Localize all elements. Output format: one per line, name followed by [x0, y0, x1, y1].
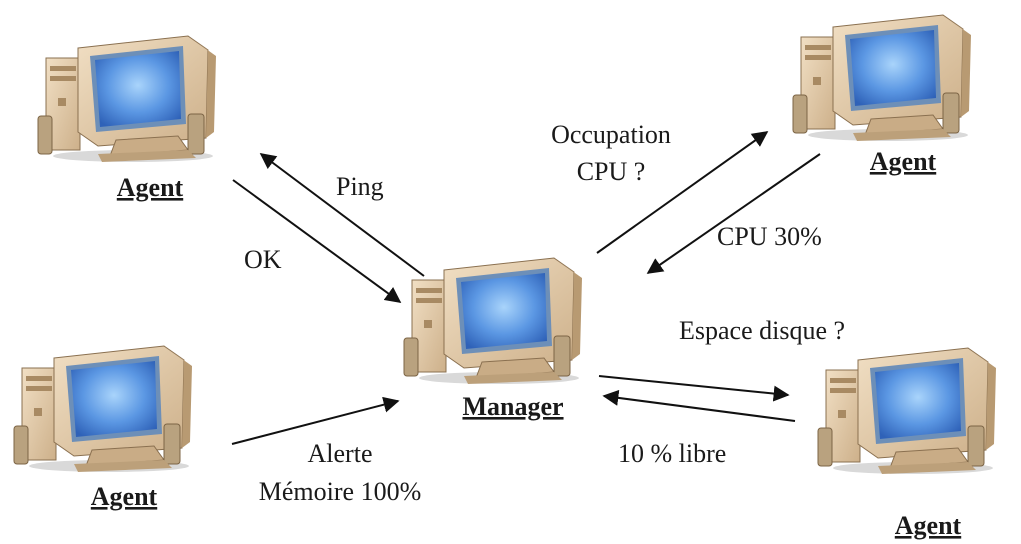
cpu-reply-label: CPU 30%: [717, 222, 822, 251]
disk-reply-label: 10 % libre: [618, 439, 726, 468]
agent-bottom-left-computer: [13, 345, 193, 473]
ok-label: OK: [244, 245, 282, 274]
agent-bottom-left-label: Agent: [91, 482, 158, 511]
disk-query-label: Espace disque ?: [679, 316, 845, 345]
cpu-reply-arrow: [646, 153, 821, 274]
cpu-query-label-line2: CPU ?: [577, 157, 646, 186]
cpu-query-arrow: [596, 131, 769, 254]
agent-top-left-computer: [37, 35, 217, 163]
ping-arrow: [259, 153, 425, 277]
agent-bottom-right-label: Agent: [895, 511, 962, 540]
alert-label-line2: Mémoire 100%: [259, 477, 421, 506]
agent-top-left-label: Agent: [117, 173, 184, 202]
ok-arrow: [232, 179, 402, 303]
agent-top-right-computer: [792, 14, 972, 142]
disk-reply-arrow: [602, 389, 796, 422]
cpu-query-label-line1: Occupation: [551, 120, 671, 149]
manager-computer: [403, 257, 583, 385]
agent-bottom-right-computer: [817, 347, 997, 475]
disk-query-arrow: [598, 375, 790, 402]
alert-arrow: [231, 396, 400, 445]
manager-label: Manager: [462, 392, 563, 421]
ping-label: Ping: [336, 172, 384, 201]
agent-top-right-label: Agent: [870, 147, 937, 176]
alert-label-line1: Alerte: [308, 439, 373, 468]
